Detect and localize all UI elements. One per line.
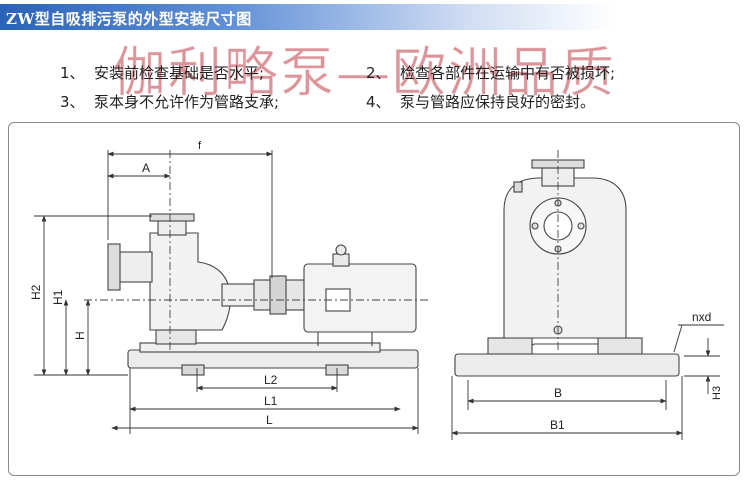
dim-f: f [198, 140, 202, 152]
dim-H3: H3 [711, 386, 723, 400]
dim-H1: H1 [51, 289, 65, 305]
dim-B1: B1 [550, 418, 565, 432]
note-row-2: 3、泵本身不允许作为管路支承; 4、泵与管路应保持良好的密封。 [60, 91, 595, 112]
dim-B: B [554, 386, 562, 400]
dim-A: A [142, 161, 150, 175]
side-dimensions [34, 150, 419, 434]
side-view [107, 213, 419, 376]
brand-watermark: 伽利略泵—欧洲品质 [112, 41, 616, 105]
note-number: 2、 [366, 64, 391, 82]
note-row-1: 1、安装前检查基础是否水平; 2、检查各部件在运输中有否被损坏; [60, 62, 615, 83]
pump-volute [149, 232, 231, 331]
inlet-pipe [117, 251, 153, 283]
title-bar: ZW型自吸排污泵的外型安装尺寸图 [0, 4, 750, 30]
end-base-plate [454, 353, 680, 377]
note-text: 泵本身不允许作为管路支承; [94, 93, 280, 111]
note-number: 3、 [60, 93, 85, 111]
foot-left [181, 364, 205, 376]
outlet-flange [149, 213, 195, 222]
note-text: 安装前检查基础是否水平; [94, 64, 265, 82]
page-title: ZW型自吸排污泵的外型安装尺寸图 [6, 10, 252, 28]
base-plate [127, 349, 419, 369]
end-view [454, 159, 680, 377]
inlet-flange [107, 243, 121, 291]
dim-H: H [73, 331, 87, 340]
dim-L2: L2 [264, 373, 278, 387]
note-number: 4、 [366, 93, 391, 111]
end-dimensions [451, 324, 724, 440]
note-text: 泵与管路应保持良好的密封。 [400, 93, 596, 111]
note-text: 检查各部件在运输中有否被损坏; [400, 64, 616, 82]
note-number: 1、 [60, 64, 85, 82]
dim-H2: H2 [29, 284, 43, 300]
dim-nxd: nxd [692, 310, 711, 324]
dim-L: L [266, 413, 273, 427]
dim-L1: L1 [264, 394, 278, 408]
bearing-housing [221, 283, 255, 307]
motor-body [303, 263, 417, 333]
